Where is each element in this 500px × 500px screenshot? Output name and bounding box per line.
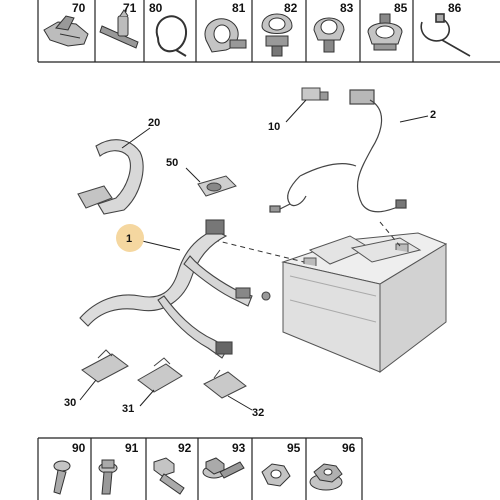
cell-label: 96 <box>342 441 356 455</box>
bottom-cell-96: 96 <box>309 441 356 491</box>
cell-label: 93 <box>232 441 246 455</box>
bottom-cell-92: 92 <box>153 441 192 495</box>
cell-label: 85 <box>394 1 408 15</box>
cell-label: 92 <box>178 441 192 455</box>
stud-clamp-icon <box>367 13 403 51</box>
callout-label: 1 <box>126 233 132 245</box>
bracket-31 <box>137 357 183 393</box>
hook-clip-icon <box>43 15 89 47</box>
relay-10 <box>301 87 329 101</box>
cell-label: 86 <box>448 1 462 15</box>
top-parts-strip <box>37 0 500 63</box>
top-cell-85: 85 <box>367 1 408 51</box>
callout-label: 30 <box>64 397 76 409</box>
top-cell-81: 81 <box>204 1 247 53</box>
callout-label: 10 <box>268 121 280 133</box>
top-cell-80: 80 <box>149 1 187 57</box>
cell-label: 82 <box>284 1 298 15</box>
cell-label: 80 <box>149 1 163 15</box>
callout-31: 31 <box>122 403 134 415</box>
top-cell-71: 71 <box>99 1 139 49</box>
edge-clip-icon <box>99 9 139 49</box>
flange-bolt-icon <box>202 457 245 479</box>
cell-label: 90 <box>72 441 86 455</box>
battery <box>281 232 448 374</box>
cable-loop-icon <box>155 15 187 57</box>
bottom-parts-strip <box>37 437 363 500</box>
callout-1: 1 <box>116 224 144 252</box>
callout-label: 32 <box>252 407 264 419</box>
bolt-washer-icon <box>98 459 118 495</box>
callout-50: 50 <box>166 157 178 169</box>
cell-label: 71 <box>123 1 137 15</box>
callout-2: 2 <box>430 109 436 121</box>
cable-bracket-20 <box>77 139 144 215</box>
top-cell-82: 82 <box>261 1 298 57</box>
callout-leaders <box>79 99 429 411</box>
fir-tree-clip-icon <box>261 13 293 57</box>
bottom-cell-90: 90 <box>53 441 86 495</box>
highlight-circle <box>116 224 144 252</box>
callout-label: 50 <box>166 157 178 169</box>
bracket-32 <box>203 369 247 399</box>
sensor-50 <box>197 175 237 197</box>
assembly-leader-lines <box>213 221 401 263</box>
cell-label: 83 <box>340 1 354 15</box>
strap-clamp-icon <box>204 18 247 53</box>
callout-label: 31 <box>122 403 134 415</box>
cell-label: 91 <box>125 441 139 455</box>
cell-label: 81 <box>232 1 246 15</box>
push-pin-clamp-icon <box>313 17 345 53</box>
screw-icon <box>53 460 71 495</box>
cell-label: 70 <box>72 1 86 15</box>
callout-label: 2 <box>430 109 436 121</box>
callout-20: 20 <box>148 117 160 129</box>
nut-icon <box>261 463 291 487</box>
callout-10: 10 <box>268 121 280 133</box>
callout-label: 20 <box>148 117 160 129</box>
cell-label: 95 <box>287 441 301 455</box>
callout-30: 30 <box>64 397 76 409</box>
cable-2 <box>269 89 407 213</box>
bottom-cell-93: 93 <box>202 441 246 479</box>
cable-tie-icon <box>420 13 471 57</box>
bottom-cell-95: 95 <box>261 441 301 487</box>
main-harness <box>79 219 271 359</box>
top-cell-70: 70 <box>43 1 89 47</box>
callout-32: 32 <box>252 407 264 419</box>
flange-nut-icon <box>309 463 343 491</box>
hex-bolt-icon <box>153 457 185 495</box>
top-cell-83: 83 <box>313 1 354 53</box>
top-cell-86: 86 <box>420 1 471 57</box>
bracket-30 <box>81 349 129 383</box>
bottom-cell-91: 91 <box>98 441 139 495</box>
